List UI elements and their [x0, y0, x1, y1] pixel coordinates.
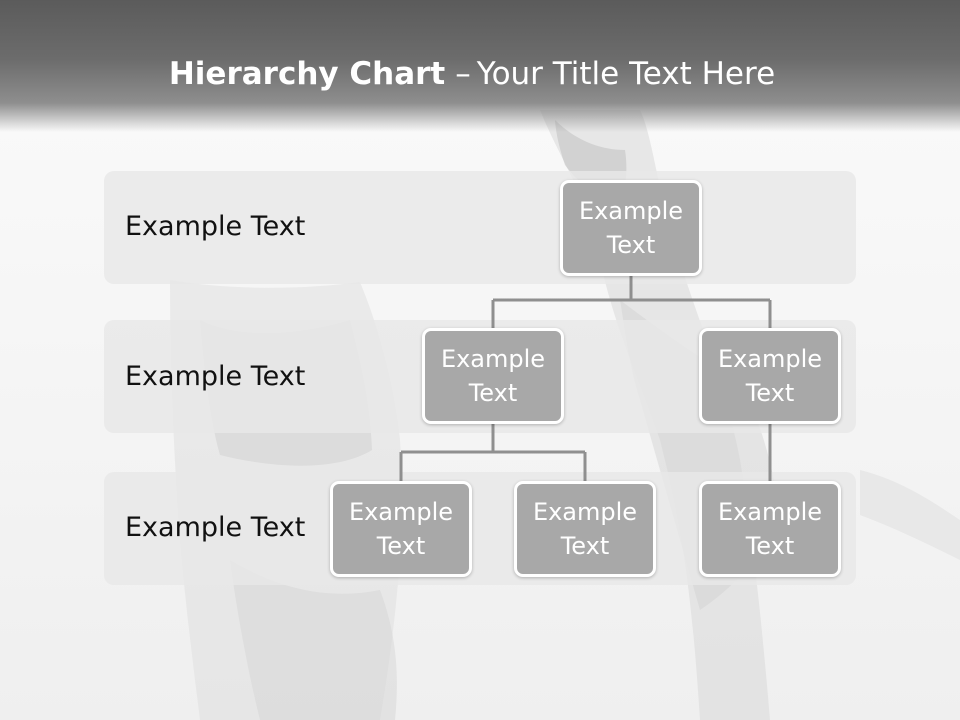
- connector-root-to-level2: [491, 275, 772, 330]
- level-label-3: Example Text: [125, 512, 306, 543]
- level-label-2: Example Text: [125, 361, 306, 392]
- node-level3-left[interactable]: Example Text: [330, 481, 472, 577]
- level-label-1: Example Text: [125, 211, 306, 242]
- node-level3-right[interactable]: Example Text: [699, 481, 841, 577]
- node-level2-left[interactable]: Example Text: [422, 328, 564, 424]
- node-level2-right[interactable]: Example Text: [699, 328, 841, 424]
- slide-title: Hierarchy Chart–Your Title Text Here: [0, 52, 944, 96]
- title-header-band: [0, 0, 960, 132]
- connector-level2-left-to-level3: [399, 423, 587, 482]
- title-bold-part: Hierarchy Chart: [168, 56, 446, 92]
- level-band-1: [104, 171, 856, 284]
- title-rest-part: Your Title Text Here: [476, 56, 776, 92]
- node-level3-middle[interactable]: Example Text: [514, 481, 656, 577]
- title-separator: –: [455, 56, 471, 92]
- node-root[interactable]: Example Text: [560, 180, 702, 276]
